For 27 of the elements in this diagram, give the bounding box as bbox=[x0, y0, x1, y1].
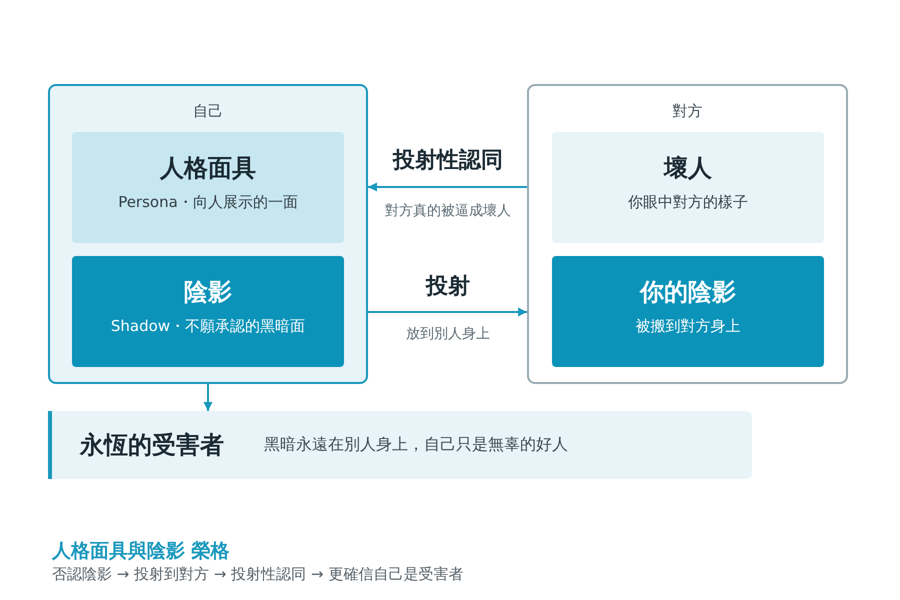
title: 人格面具與陰影 榮格 bbox=[52, 539, 230, 564]
edge-label: 投射性認同 bbox=[393, 147, 503, 175]
projected-shadow-box bbox=[552, 256, 824, 367]
box-heading: 人格面具 bbox=[158, 153, 257, 184]
edge-label: 投射 bbox=[426, 273, 470, 301]
box-description: 你眼中對方的樣子 bbox=[627, 193, 749, 212]
shadow-box bbox=[72, 256, 344, 367]
box-heading: 壞人 bbox=[662, 153, 713, 184]
panel-heading: 對方 bbox=[672, 102, 704, 121]
persona-box bbox=[72, 132, 344, 243]
arrow bbox=[368, 308, 527, 316]
caption: 否認陰影 → 投射到對方 → 投射性認同 → 更確信自己是受害者 bbox=[52, 565, 464, 584]
result-band bbox=[48, 411, 752, 479]
panel-heading: 自己 bbox=[192, 102, 224, 121]
box-description: 被搬到對方身上 bbox=[634, 317, 742, 336]
edge-note: 對方真的被逼成壞人 bbox=[385, 202, 511, 220]
box-heading: 陰影 bbox=[183, 277, 233, 308]
box-heading: 你的陰影 bbox=[638, 277, 737, 308]
band-description: 黑暗永遠在別人身上，自己只是無辜的好人 bbox=[264, 434, 568, 456]
group-panel bbox=[527, 84, 848, 384]
group-panel bbox=[48, 84, 368, 384]
arrow bbox=[368, 182, 527, 192]
box-description: Persona・向人展示的一面 bbox=[117, 193, 299, 212]
band-heading: 永恆的受害者 bbox=[80, 430, 224, 461]
edge-note: 放到別人身上 bbox=[406, 325, 490, 343]
arrow bbox=[204, 384, 212, 411]
box-description: Shadow・不願承認的黑暗面 bbox=[110, 317, 306, 336]
